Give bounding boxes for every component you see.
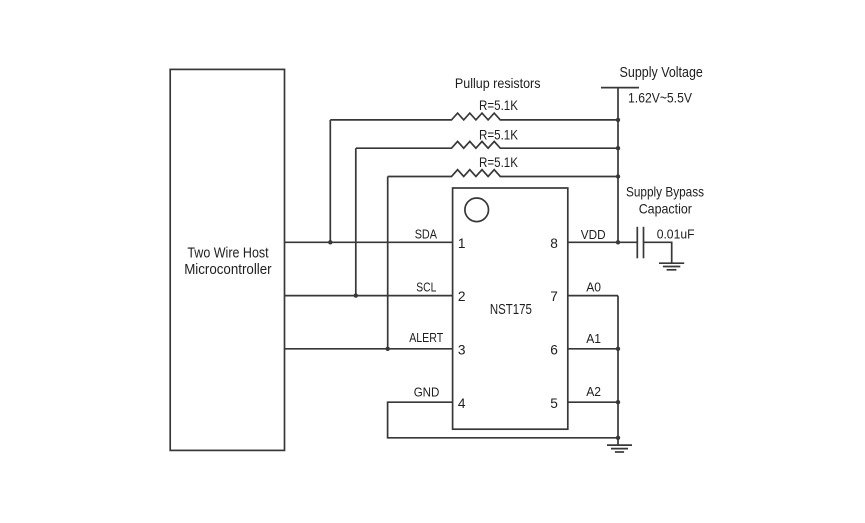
svg-text:A2: A2 <box>586 384 601 399</box>
svg-text:A0: A0 <box>586 280 601 295</box>
svg-text:1: 1 <box>458 236 466 251</box>
svg-text:NST175: NST175 <box>490 302 532 318</box>
svg-text:8: 8 <box>550 236 558 251</box>
svg-text:Supply Voltage: Supply Voltage <box>620 65 703 81</box>
svg-text:R=5.1K: R=5.1K <box>479 155 518 170</box>
svg-text:Capactior: Capactior <box>639 201 692 217</box>
svg-text:Supply Bypass: Supply Bypass <box>626 184 704 200</box>
svg-text:Two Wire Host: Two Wire Host <box>187 244 269 261</box>
svg-text:2: 2 <box>458 289 466 304</box>
svg-text:VDD: VDD <box>581 227 606 242</box>
svg-text:ALERT: ALERT <box>409 330 443 345</box>
svg-text:GND: GND <box>414 385 440 400</box>
svg-text:SCL: SCL <box>416 280 436 295</box>
svg-text:SDA: SDA <box>415 227 437 242</box>
svg-text:Microcontroller: Microcontroller <box>184 261 271 278</box>
svg-text:6: 6 <box>550 342 558 357</box>
svg-text:5: 5 <box>550 396 558 411</box>
svg-text:Pullup resistors: Pullup resistors <box>455 75 541 91</box>
svg-text:R=5.1K: R=5.1K <box>479 98 518 113</box>
svg-text:4: 4 <box>458 396 466 411</box>
svg-text:A1: A1 <box>586 331 601 346</box>
svg-text:1.62V~5.5V: 1.62V~5.5V <box>628 91 692 106</box>
svg-text:R=5.1K: R=5.1K <box>479 127 518 142</box>
svg-text:3: 3 <box>458 342 466 357</box>
svg-text:0.01uF: 0.01uF <box>657 227 695 242</box>
svg-text:7: 7 <box>550 289 558 304</box>
